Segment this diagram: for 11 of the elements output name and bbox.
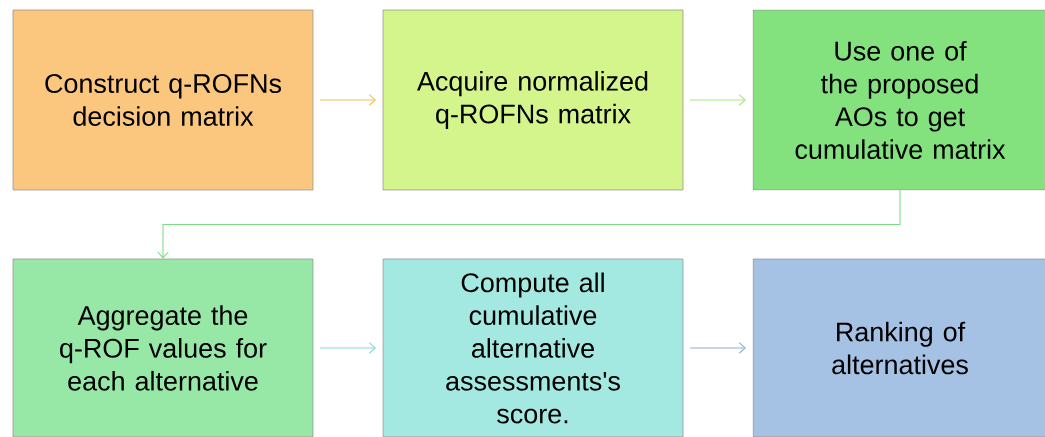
process-box: Acquire normalized q-ROFNs matrix: [382, 9, 684, 191]
arrow: [319, 342, 376, 354]
process-box: Construct q-ROFNs decision matrix: [12, 9, 314, 191]
process-box: Use one of the proposed AOs to get cumulative matrix: [752, 9, 1045, 191]
arrow: [689, 94, 746, 106]
process-box: Compute all cumulative alternative assessments's score.: [382, 258, 684, 437]
process-box: Aggregate the q-ROF values for each alternative: [12, 258, 314, 437]
process-box: Ranking of alternatives: [752, 258, 1045, 437]
arrow: [157, 189, 901, 259]
arrow: [689, 342, 746, 354]
arrow: [319, 94, 376, 106]
